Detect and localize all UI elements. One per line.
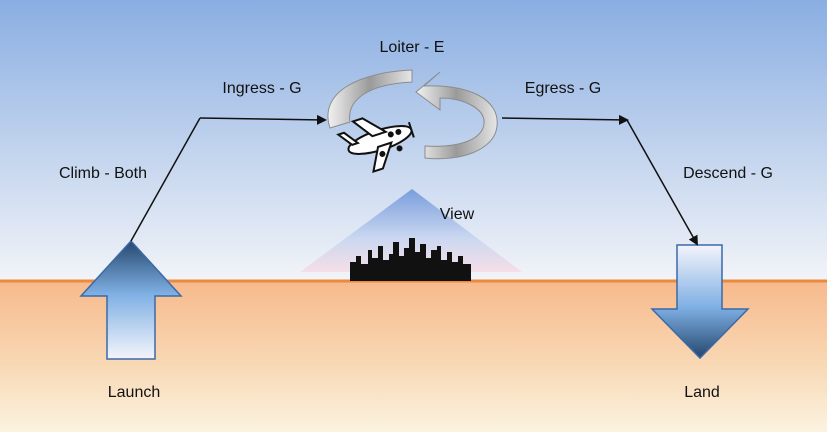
land-arrow-down	[650, 244, 750, 360]
climb-path	[130, 117, 201, 242]
egress-path	[501, 114, 629, 125]
loiter-label: Loiter - E	[380, 39, 445, 56]
land-label: Land	[684, 384, 720, 401]
launch-arrow-up	[79, 239, 183, 360]
launch-label: Launch	[108, 384, 161, 401]
city-skyline-icon	[350, 238, 471, 281]
climb-label: Climb - Both	[59, 165, 147, 182]
airplane-icon	[336, 117, 415, 174]
ingress-label: Ingress - G	[222, 80, 301, 97]
view-cone	[300, 189, 522, 272]
loiter-loop-icon	[327, 69, 498, 160]
view-label: View	[440, 206, 475, 223]
descend-path	[626, 119, 698, 246]
ingress-path	[199, 114, 327, 125]
egress-label: Egress - G	[525, 80, 601, 97]
descend-label: Descend - G	[683, 165, 773, 182]
